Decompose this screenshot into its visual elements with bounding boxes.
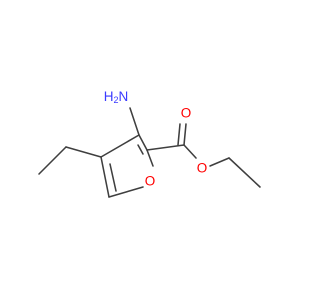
carbonyl-carbon-ester-oxygen-bond xyxy=(183,144,197,159)
ring-c5-c4-bond xyxy=(100,156,110,198)
ester-oxygen-ch2-bond xyxy=(209,157,230,167)
ester-ch2-ch3-bond xyxy=(228,157,261,188)
amino-subscript-label: 2 xyxy=(113,95,118,105)
carbonyl-double-bond-a xyxy=(183,123,187,146)
molecule-structure: H2N O O O xyxy=(38,89,261,198)
ring-c2-o-bond xyxy=(146,149,154,167)
ring-oxygen-label: O xyxy=(145,174,156,189)
c2-carbonyl-carbon-bond xyxy=(146,144,185,151)
ring-c3-c2-double-bond-inner xyxy=(137,144,144,155)
amino-h-label: H xyxy=(104,89,114,104)
c3-nitrogen-bond xyxy=(129,107,140,136)
ring-c3-c2-bond xyxy=(138,134,148,151)
ester-oxygen-label: O xyxy=(197,161,208,176)
carbonyl-oxygen-label: O xyxy=(181,106,192,121)
amino-group-label: H2N xyxy=(104,89,129,106)
ring-o-c5-bond xyxy=(108,186,144,198)
ethyl-ch3-ch2-bond xyxy=(38,146,67,175)
carbonyl-double-bond-b xyxy=(177,123,181,146)
amino-n-label: N xyxy=(119,89,129,104)
ring-c5-c4-double-bond-inner xyxy=(109,163,117,192)
ethyl-ch2-c4-bond xyxy=(65,146,102,158)
ring-c4-c3-bond xyxy=(100,134,140,158)
